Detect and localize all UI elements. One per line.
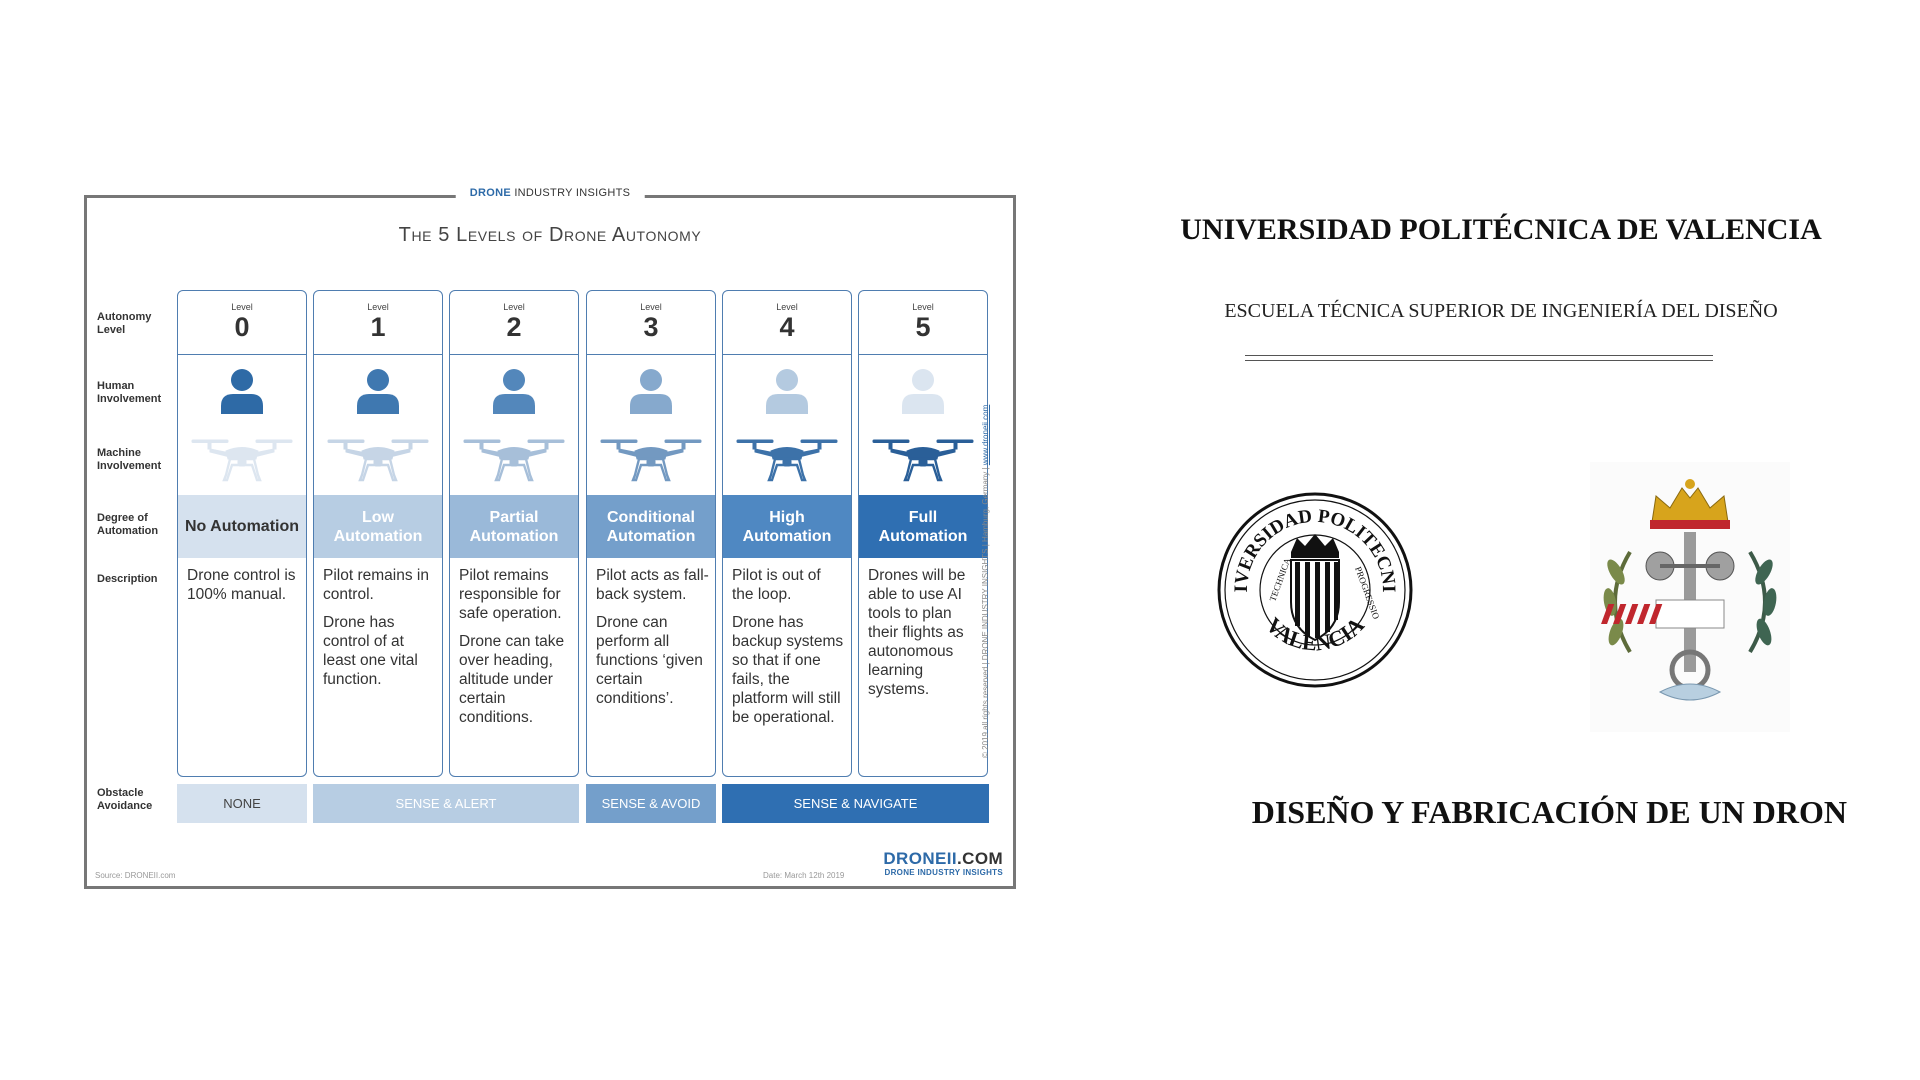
obstacle-sense-alert: SENSE & ALERT (313, 784, 579, 823)
obstacle-sense-alert-label: SENSE & ALERT (395, 796, 497, 811)
description-paragraph: Drone can perform all functions ‘given c… (596, 614, 703, 707)
drone-icon (191, 439, 293, 482)
row-label-description: Description (97, 573, 158, 585)
description-paragraph: Pilot remains responsible for safe opera… (459, 567, 562, 622)
level-description: Pilot is out of the loop. Drone has backu… (732, 566, 845, 736)
level-number: 5 (915, 312, 931, 342)
logo-main-dark: .COM (957, 849, 1003, 868)
obstacle-none: NONE (177, 784, 307, 823)
upv-seal-logo: UNIVERSIDAD POLITECNICA VALENCIA TECHNIC… (1215, 490, 1413, 688)
row-label-human: Human Involvement (97, 380, 162, 405)
description-paragraph: Drone can take over heading, altitude un… (459, 633, 565, 726)
person-icon (357, 369, 399, 414)
drone-icon (463, 439, 565, 482)
project-title: DISEÑO Y FABRICACIÓN DE UN DRON (1251, 794, 1847, 830)
level-description: Pilot remains responsible for safe opera… (459, 566, 572, 736)
logo-subtitle: DRONE INDUSTRY INSIGHTS (884, 868, 1003, 877)
copyright-vertical: © 2019 all rights reserved | DRONE INDUS… (981, 405, 990, 758)
level-description: Pilot acts as fall-back system. Drone can… (596, 566, 709, 717)
row-label-machine: Machine Involvement (97, 447, 162, 472)
drone-icon (327, 439, 429, 482)
copyright-text: © 2019 all rights reserved | DRONE INDUS… (981, 467, 990, 758)
drone-autonomy-infographic: DRONE INDUSTRY INSIGHTS The 5 Levels of … (84, 187, 1016, 889)
logo-main-blue: DRONEII (883, 849, 958, 868)
level-number: 1 (370, 312, 386, 342)
description-paragraph: Pilot is out of the loop. (732, 567, 821, 603)
degree-of-automation: Partial Automation (450, 495, 578, 558)
obstacle-sense-navigate-label: SENSE & NAVIGATE (793, 796, 918, 811)
obstacle-none-label: NONE (223, 796, 261, 811)
brand-header: DRONE INDUSTRY INSIGHTS (455, 187, 645, 199)
degree-of-automation: High Automation (723, 495, 851, 558)
seal-left-ribbon: TECHNICA (1267, 556, 1292, 603)
person-icon (766, 369, 808, 414)
degree-of-automation: No Automation (178, 495, 306, 558)
drone-icon (600, 439, 702, 482)
description-paragraph: Drone has control of at least one vital … (323, 614, 418, 688)
description-paragraph: Drone has backup systems so that if one … (732, 614, 844, 726)
person-icon (630, 369, 672, 414)
degree-of-automation: Conditional Automation (587, 495, 715, 558)
level-word: Level (503, 302, 525, 312)
infographic-title: The 5 Levels of Drone Autonomy (398, 224, 702, 246)
person-icon (221, 369, 263, 414)
level-number: 4 (779, 312, 795, 342)
description-paragraph: Pilot acts as fall-back system. (596, 567, 709, 603)
level-number: 3 (643, 312, 659, 342)
row-label-degree: Degree of Automation (97, 512, 159, 537)
description-paragraph: Pilot remains in control. (323, 567, 429, 603)
description-paragraph: Drones will be able to use AI tools to p… (868, 567, 966, 698)
level-word: Level (776, 302, 798, 312)
school-title: ESCUELA TÉCNICA SUPERIOR DE INGENIERÍA D… (1224, 300, 1778, 322)
brand-header-accent: DRONE (469, 187, 511, 199)
degree-of-automation: Full Automation (859, 495, 987, 558)
title-divider (1245, 355, 1713, 361)
description-paragraph: Drone control is 100% manual. (187, 567, 296, 603)
website-link[interactable]: www.droneii.com (981, 404, 990, 466)
university-title: UNIVERSIDAD POLITÉCNICA DE VALENCIA (1180, 213, 1822, 246)
level-word: Level (640, 302, 662, 312)
person-icon (493, 369, 535, 414)
row-label-obstacle: Obstacle Avoidance (97, 787, 153, 812)
level-number: 2 (506, 312, 522, 342)
level-number: 0 (234, 312, 250, 342)
level-word: Level (367, 302, 389, 312)
row-label-autonomy: Autonomy Level (97, 311, 152, 336)
source-note: Source: DRONEII.com (95, 871, 176, 880)
obstacle-sense-avoid-label: SENSE & AVOID (601, 796, 701, 811)
school-crest-logo (1590, 462, 1790, 732)
level-word: Level (231, 302, 253, 312)
level-description: Drones will be able to use AI tools to p… (868, 566, 981, 708)
date-note: Date: March 12th 2019 (763, 871, 845, 880)
droneii-logo: DRONEII.COM DRONE INDUSTRY INSIGHTS (883, 849, 1003, 878)
obstacle-sense-avoid: SENSE & AVOID (586, 784, 716, 823)
obstacle-sense-navigate: SENSE & NAVIGATE (722, 784, 989, 823)
drone-icon (872, 439, 974, 482)
person-icon (902, 369, 944, 414)
level-description: Pilot remains in control. Drone has contr… (323, 566, 436, 698)
level-word: Level (912, 302, 934, 312)
brand-header-rest: INDUSTRY INSIGHTS (514, 187, 631, 199)
drone-icon (736, 439, 838, 482)
degree-of-automation: Low Automation (314, 495, 442, 558)
level-description: Drone control is 100% manual. (187, 566, 300, 613)
